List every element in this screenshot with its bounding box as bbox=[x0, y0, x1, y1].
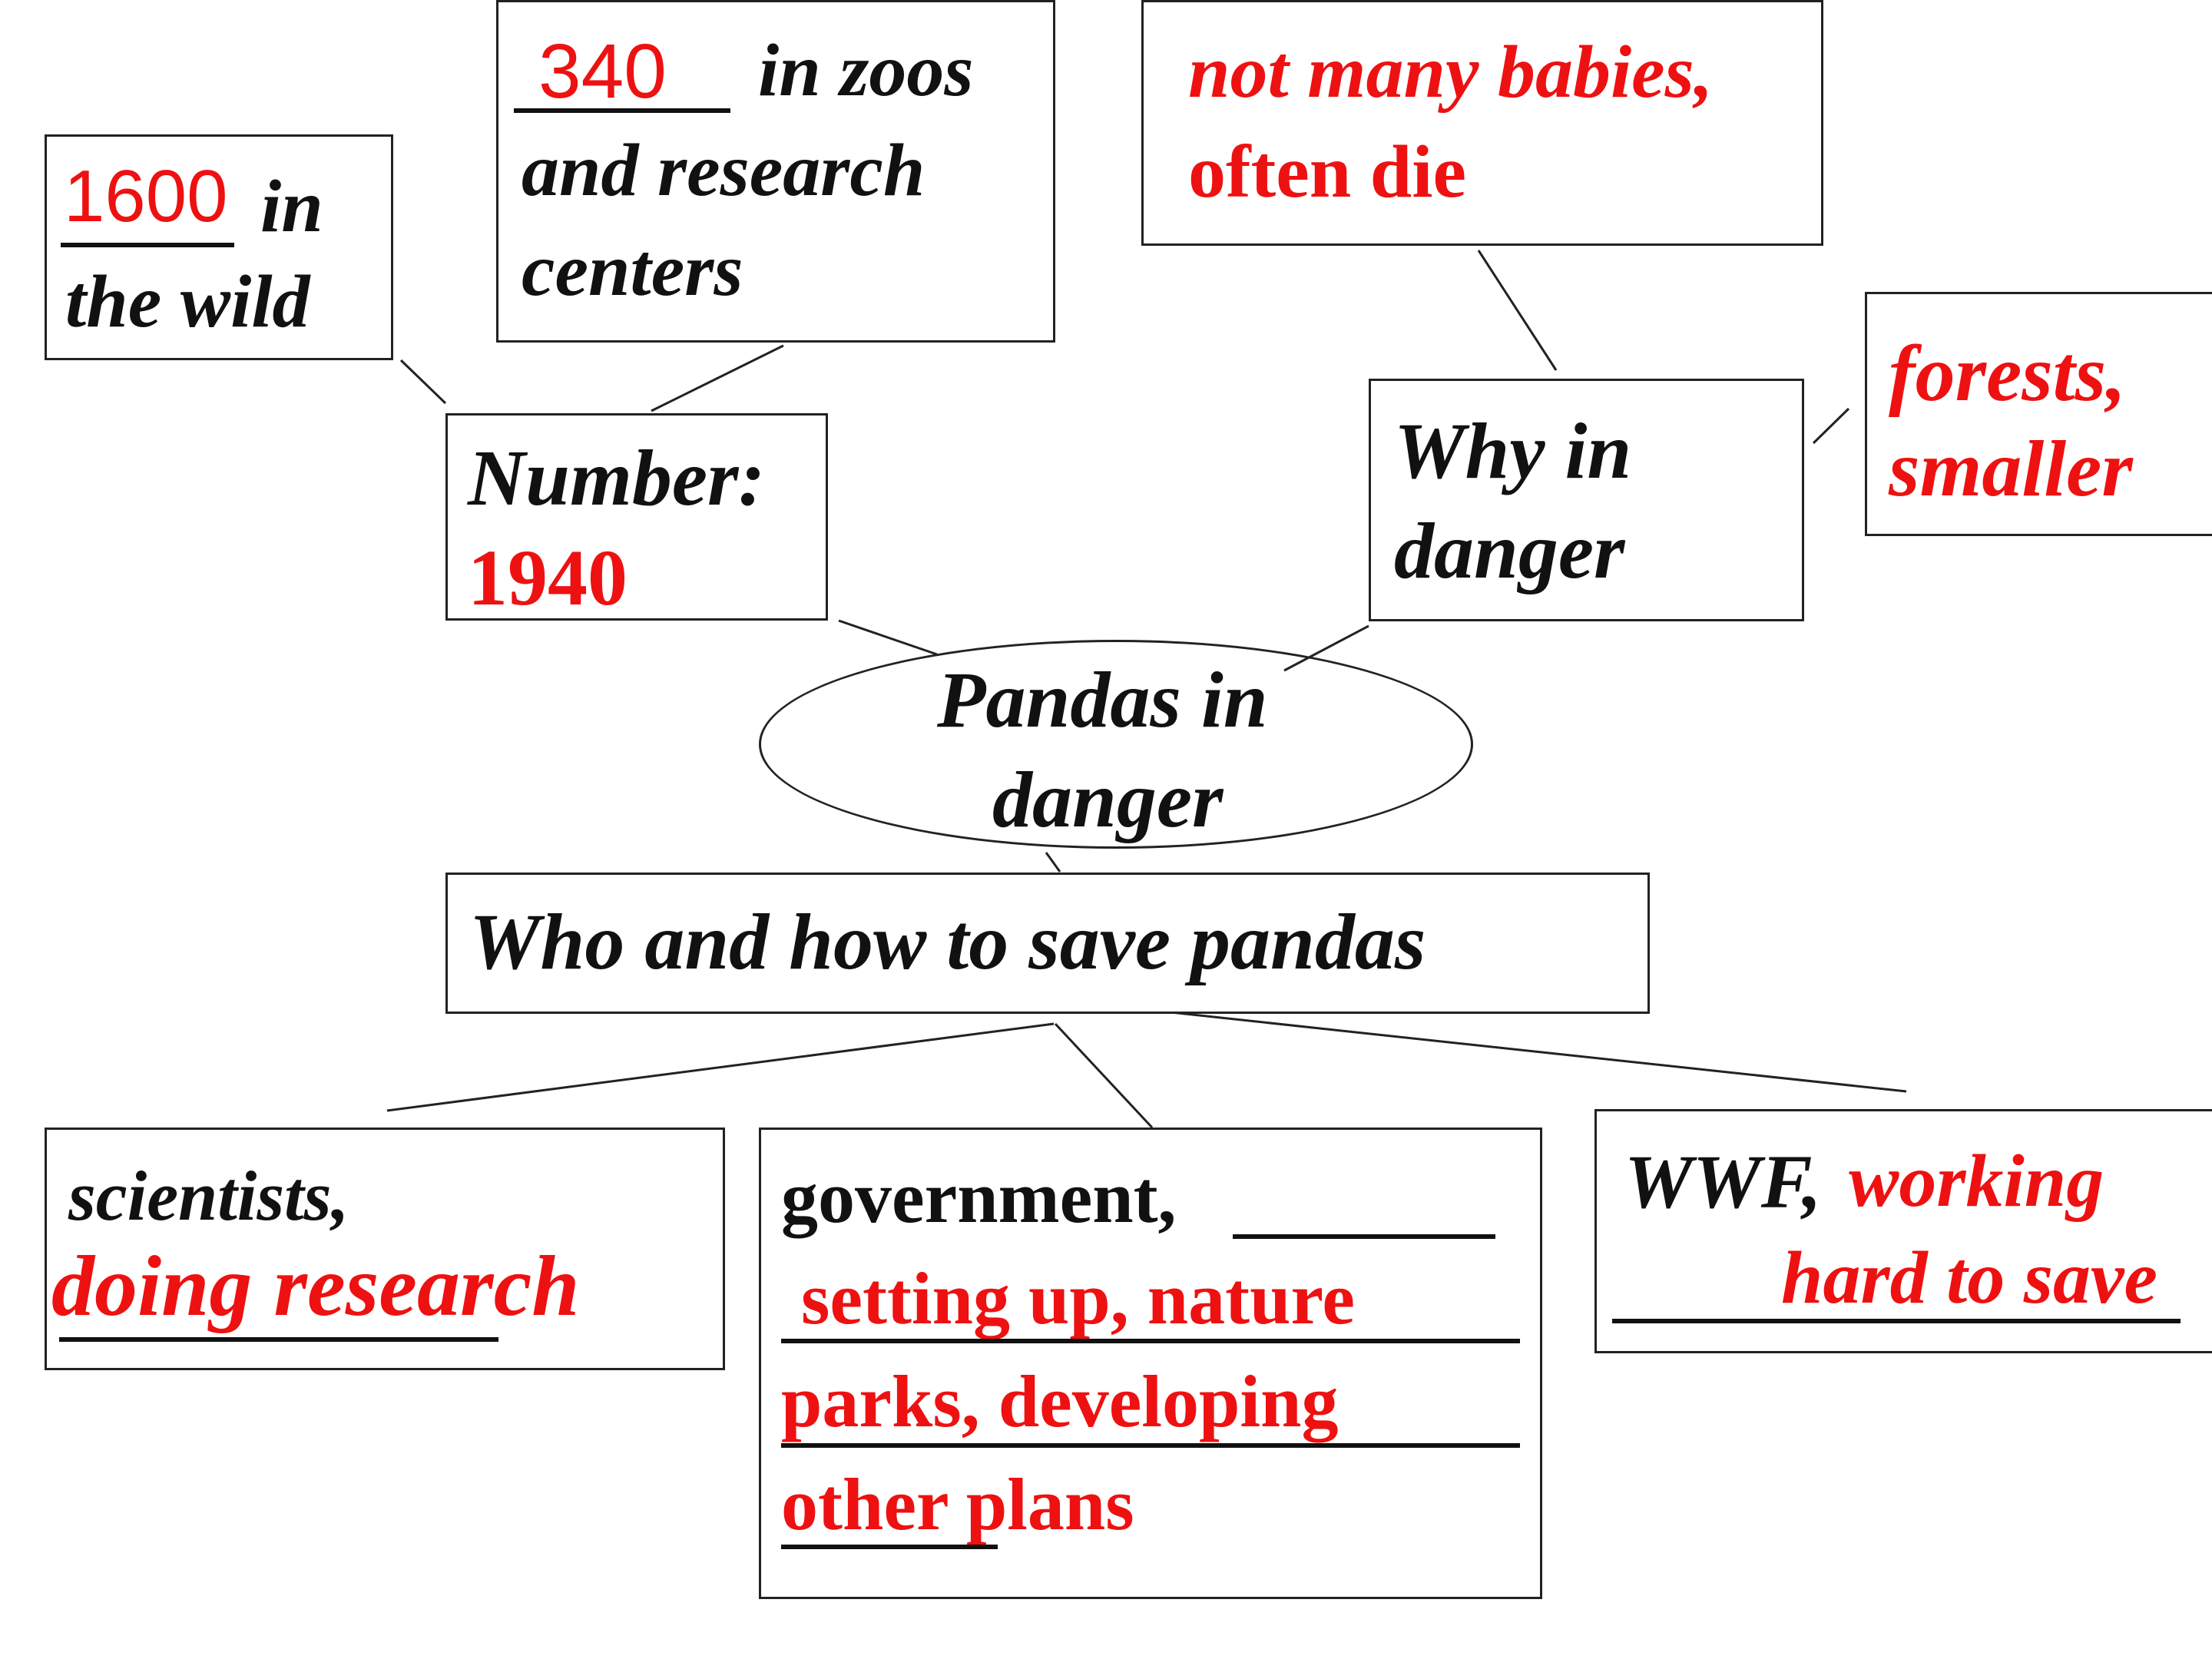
center-ellipse bbox=[759, 640, 1473, 849]
government-line-1: setting up, nature bbox=[801, 1257, 1355, 1339]
zoos-text-3: centers bbox=[522, 229, 743, 312]
center-line-2: danger bbox=[992, 756, 1224, 844]
scientists-box: scientists, doing research bbox=[45, 1128, 725, 1370]
government-underline-0 bbox=[1233, 1234, 1495, 1239]
number-box: Number: 1940 bbox=[445, 413, 828, 621]
babies-line-2: often die bbox=[1188, 131, 1466, 214]
who-box: Who and how to save pandas bbox=[445, 873, 1650, 1014]
connector-wild-number bbox=[399, 359, 447, 405]
wwf-underline bbox=[1612, 1319, 2181, 1323]
forests-box: forests, smaller bbox=[1865, 292, 2212, 536]
connector-babies-why bbox=[1477, 250, 1558, 371]
why-box: Why in danger bbox=[1369, 379, 1804, 621]
number-label: Number: bbox=[468, 434, 766, 522]
zoos-text-2: and research bbox=[522, 129, 926, 212]
wild-count: 1600 bbox=[64, 155, 228, 237]
scientists-underline bbox=[59, 1337, 498, 1342]
wild-text-2: the wild bbox=[65, 260, 310, 343]
wwf-line-1: working bbox=[1849, 1140, 2104, 1223]
government-label: government, bbox=[781, 1156, 1177, 1238]
government-box: government, setting up, nature parks, de… bbox=[759, 1128, 1542, 1599]
government-underline-3 bbox=[781, 1545, 998, 1549]
government-line-2: parks, developing bbox=[781, 1360, 1339, 1442]
babies-box: not many babies, often die bbox=[1141, 0, 1823, 246]
center-line-1: Pandas in bbox=[937, 656, 1268, 744]
connector-who-government bbox=[1054, 1022, 1154, 1129]
zoos-box: 340 in zoos and research centers bbox=[496, 0, 1055, 343]
why-line-2: danger bbox=[1394, 507, 1625, 595]
zoos-count-underline bbox=[514, 108, 730, 113]
zoos-count: 340 bbox=[538, 28, 667, 114]
connector-number-center bbox=[838, 619, 938, 656]
government-line-3: other plans bbox=[781, 1463, 1134, 1545]
forests-line-2: smaller bbox=[1889, 425, 2133, 513]
government-underline-2 bbox=[781, 1443, 1520, 1448]
wwf-box: WWF, working hard to save bbox=[1594, 1109, 2212, 1353]
wild-text-1: in bbox=[260, 165, 323, 248]
connector-center-who bbox=[1045, 852, 1061, 873]
wild-box: 1600 in the wild bbox=[45, 134, 393, 360]
connector-who-wwf bbox=[1155, 1009, 1907, 1093]
scientists-answer: doing research bbox=[51, 1239, 580, 1334]
zoos-text-1: in zoos bbox=[758, 29, 974, 112]
wwf-line-2: hard to save bbox=[1781, 1237, 2157, 1320]
government-underline-1 bbox=[781, 1339, 1520, 1343]
wwf-label: WWF, bbox=[1624, 1139, 1822, 1224]
scientists-label: scientists, bbox=[68, 1157, 349, 1235]
connector-forests-why bbox=[1812, 407, 1850, 445]
connector-who-scientists bbox=[386, 1022, 1055, 1112]
number-year: 1940 bbox=[468, 534, 628, 622]
who-title: Who and how to save pandas bbox=[469, 898, 1426, 986]
connector-zoos-number bbox=[651, 344, 784, 412]
forests-line-1: forests, bbox=[1889, 329, 2127, 418]
wild-count-underline bbox=[61, 243, 234, 247]
babies-line-1: not many babies, bbox=[1188, 31, 1714, 114]
why-line-1: Why in bbox=[1394, 407, 1632, 495]
